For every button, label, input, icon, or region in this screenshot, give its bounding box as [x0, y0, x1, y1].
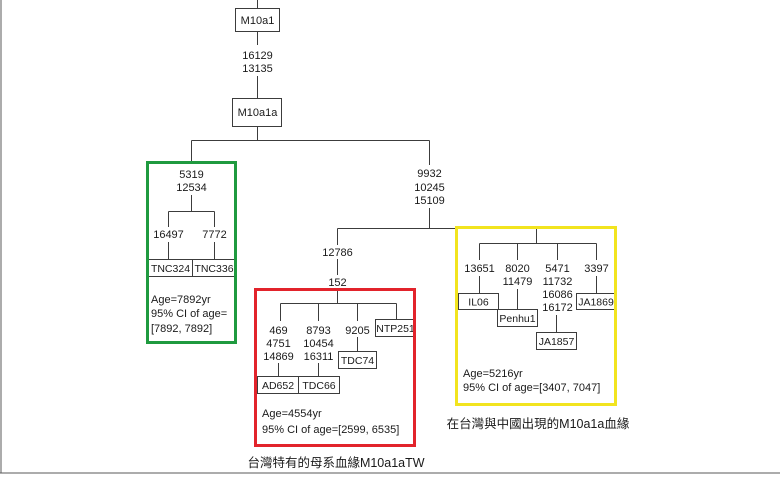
mutation-label: 8020: [505, 263, 529, 275]
mutation-label: 5471: [545, 263, 569, 275]
sample-label: AD652: [262, 380, 294, 392]
mutation-label: 152: [328, 277, 346, 289]
clade-caption-taiwan-china: 在台灣與中國出現的M10a1a血緣: [447, 416, 630, 431]
sample-box-ja1857: JA1857: [536, 332, 577, 350]
clade-frame-red: [254, 288, 416, 447]
mutation-label: 469: [269, 325, 287, 337]
age-ci-value: [7892, 7892]: [151, 323, 212, 335]
mutation-label: 7772: [202, 229, 226, 241]
mutation-label: 5319: [179, 169, 203, 181]
mutation-label: 10245: [414, 182, 445, 194]
sample-box-ntp251: NTP251: [375, 319, 416, 337]
sample-box-il06: IL06: [458, 293, 499, 310]
mutation-label: 9932: [417, 168, 441, 180]
sample-box-penhu1: Penhu1: [497, 309, 538, 327]
sample-box-ad652: AD652: [257, 376, 299, 394]
age-ci: 95% CI of age=[3407, 7047]: [463, 382, 600, 394]
mutation-label: 13135: [242, 63, 273, 75]
sample-label: TNC324: [151, 263, 190, 275]
clade-caption-taiwan-specific: 台灣特有的母系血緣M10a1aTW: [247, 455, 424, 470]
sample-label: TNC336: [194, 263, 233, 275]
clade-frame-green: [146, 161, 237, 344]
sample-label: JA1869: [578, 297, 614, 309]
green-clade: 5319 12534 16497 7772 TNC324 TNC336 Age=…: [148, 169, 236, 335]
mutation-label: 12534: [176, 182, 207, 194]
age-estimate: Age=4554yr: [262, 408, 322, 420]
haplogroup-box-m10a1a: M10a1a: [232, 98, 282, 127]
mutation-label: 16129: [242, 50, 273, 62]
sample-label: JA1857: [539, 336, 575, 348]
mutation-label: 9205: [345, 325, 369, 337]
haplogroup-label: M10a1a: [238, 107, 279, 119]
age-estimate: Age=5216yr: [463, 368, 523, 380]
sample-label: TDC66: [302, 380, 335, 392]
mutation-label: 11732: [543, 276, 573, 288]
sample-box-tdc66: TDC66: [298, 376, 340, 394]
sample-box-ja1869: JA1869: [576, 293, 616, 310]
mutation-label: 14869: [263, 351, 294, 363]
age-estimate: Age=7892yr: [151, 294, 211, 306]
mutation-label: 16172: [542, 302, 573, 314]
sample-box-tnc336: TNC336: [192, 259, 236, 277]
mutation-label: 3397: [584, 263, 608, 275]
mutation-label: 16086: [542, 289, 573, 301]
mutation-label: 4751: [266, 338, 290, 350]
age-ci-label: 95% CI of age=: [151, 308, 227, 320]
mutation-label: 13651: [464, 263, 495, 275]
sample-box-tnc324: TNC324: [148, 259, 193, 277]
mutation-label: 10454: [303, 338, 334, 350]
mutation-label: 8793: [306, 325, 330, 337]
sample-label: NTP251: [376, 323, 415, 335]
sample-label: IL06: [468, 297, 489, 309]
haplogroup-label: M10a1: [241, 15, 275, 27]
mutation-label: 15109: [414, 195, 445, 207]
mutation-label: 11479: [503, 276, 533, 288]
haplogroup-box-m10a1: M10a1: [235, 8, 280, 32]
red-clade: 469 4751 14869 8793 10454 16311 9205 AD6…: [257, 303, 416, 436]
age-ci: 95% CI of age=[2599, 6535]: [262, 424, 399, 436]
mutation-label: 16497: [153, 229, 184, 241]
sample-box-tdc74: TDC74: [338, 351, 377, 369]
sample-label: TDC74: [341, 355, 374, 367]
clade-frame-yellow: [455, 226, 617, 406]
mutation-label: 16311: [304, 351, 334, 363]
sample-label: Penhu1: [499, 313, 535, 325]
yellow-clade: 13651 8020 11479 5471 11732 16086 16172 …: [458, 228, 616, 394]
mutation-label: 12786: [322, 247, 353, 259]
